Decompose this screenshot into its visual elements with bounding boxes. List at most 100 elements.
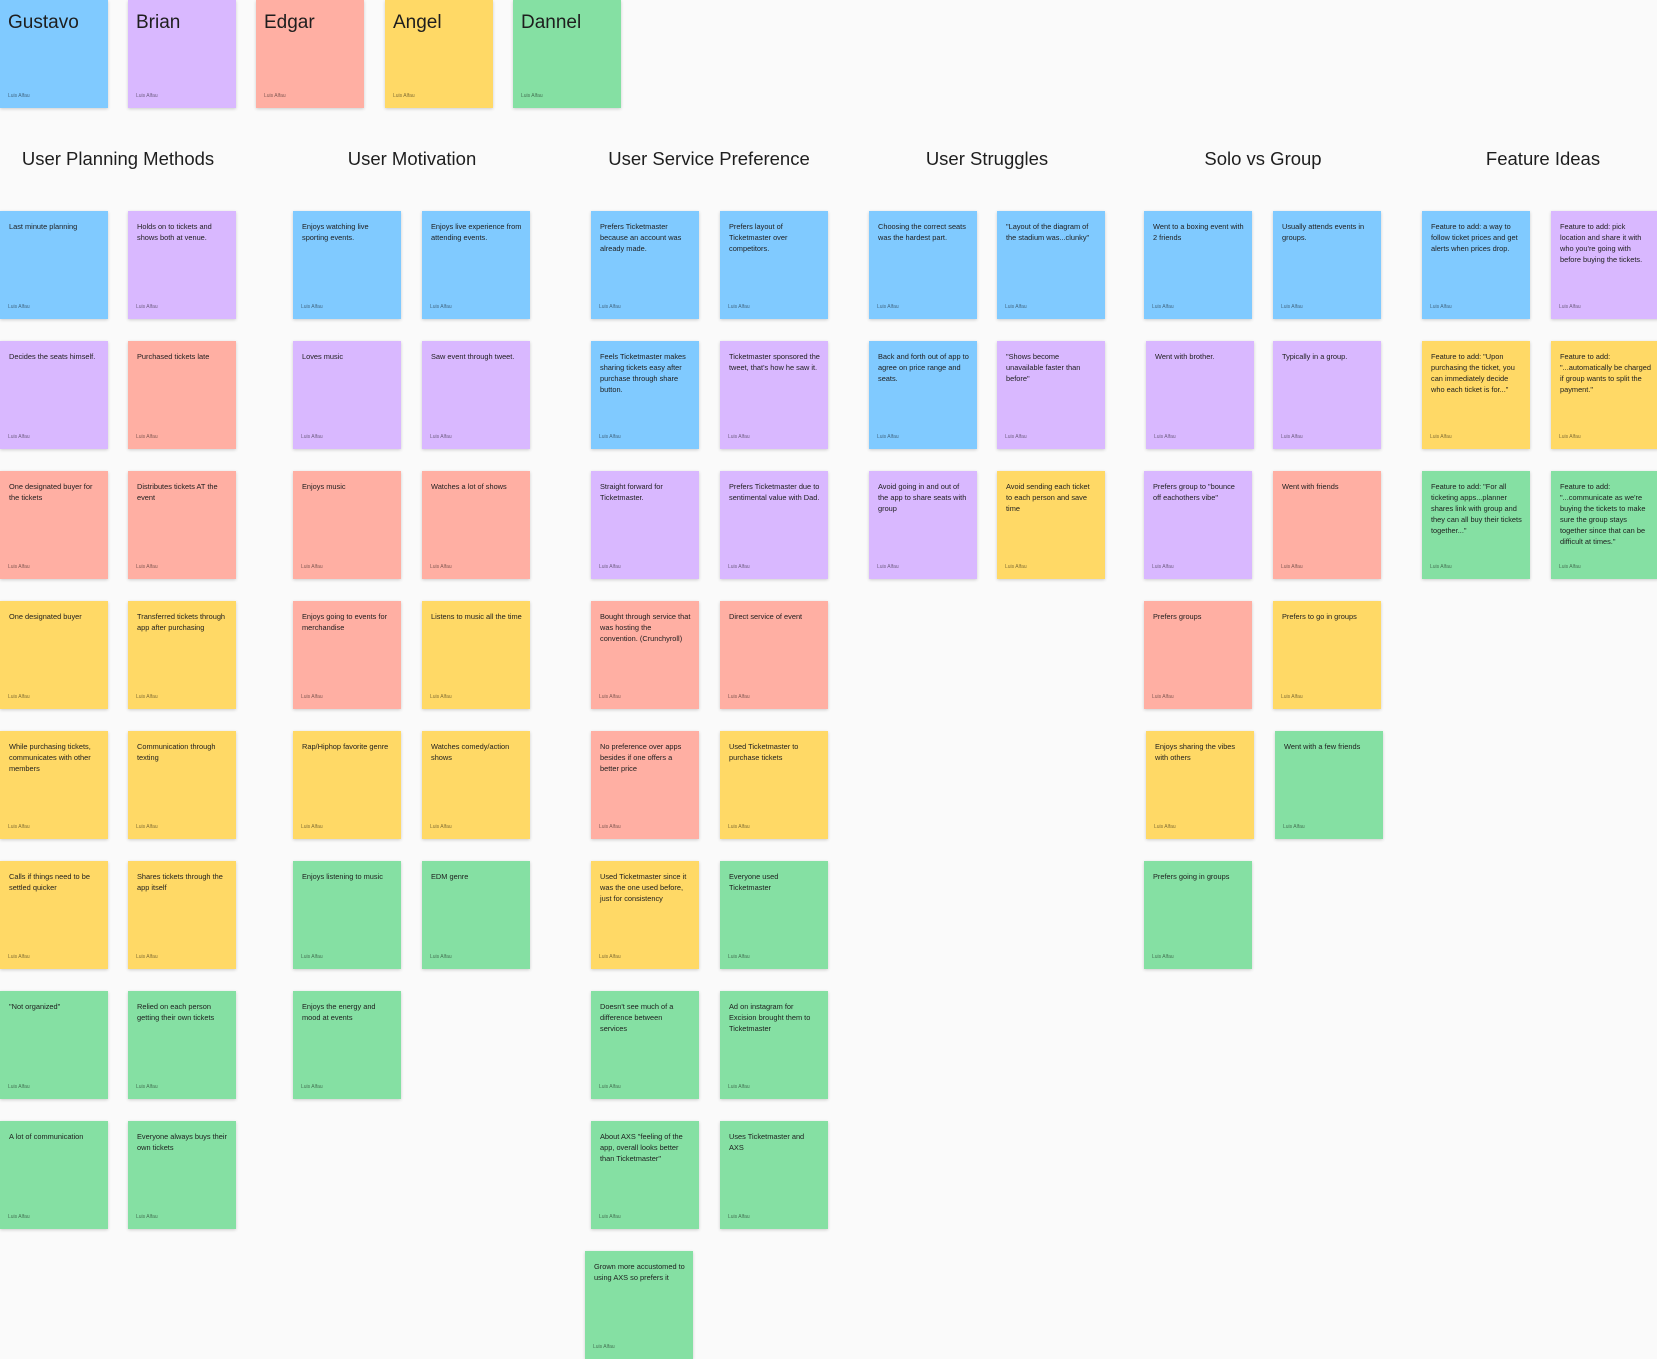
sticky-note[interactable]: Prefers layout of Ticketmaster over comp… — [720, 211, 828, 319]
sticky-note-text: "Not organized" — [9, 1002, 61, 1011]
sticky-author: Luis Alfau — [728, 1084, 750, 1090]
sticky-note[interactable]: Feature to add: "...automatically be cha… — [1551, 341, 1657, 449]
sticky-note[interactable]: Feature to add: pick location and share … — [1551, 211, 1657, 319]
sticky-note[interactable]: "Layout of the diagram of the stadium wa… — [997, 211, 1105, 319]
sticky-author: Luis Alfau — [393, 93, 415, 99]
sticky-note[interactable]: Straight forward for Ticketmaster.Luis A… — [591, 471, 699, 579]
sticky-note[interactable]: Doesn't see much of a difference between… — [591, 991, 699, 1099]
sticky-note[interactable]: Prefers group to "bounce off eachothers … — [1144, 471, 1252, 579]
sticky-note-text: Prefers going in groups — [1153, 872, 1230, 881]
sticky-note[interactable]: Feels Ticketmaster makes sharing tickets… — [591, 341, 699, 449]
sticky-note[interactable]: No preference over apps besides if one o… — [591, 731, 699, 839]
sticky-note-text: "Shows become unavailable faster than be… — [1006, 352, 1081, 383]
persona-name: Edgar — [264, 12, 315, 33]
sticky-note-text: Feature to add: "...communicate as we're… — [1560, 482, 1646, 546]
sticky-note[interactable]: Grown more accustomed to using AXS so pr… — [585, 1251, 693, 1359]
sticky-author: Luis Alfau — [136, 304, 158, 310]
sticky-author: Luis Alfau — [593, 1344, 615, 1350]
sticky-note[interactable]: Saw event through tweet.Luis Alfau — [422, 341, 530, 449]
sticky-note[interactable]: While purchasing tickets, communicates w… — [0, 731, 108, 839]
sticky-note[interactable]: Usually attends events in groups.Luis Al… — [1273, 211, 1381, 319]
sticky-note[interactable]: Used Ticketmaster since it was the one u… — [591, 861, 699, 969]
sticky-note[interactable]: Avoid going in and out of the app to sha… — [869, 471, 977, 579]
sticky-note-text: Feature to add: "Upon purchasing the tic… — [1431, 352, 1515, 394]
sticky-note[interactable]: Choosing the correct seats was the harde… — [869, 211, 977, 319]
sticky-note[interactable]: Decides the seats himself.Luis Alfau — [0, 341, 108, 449]
sticky-note[interactable]: Transferred tickets through app after pu… — [128, 601, 236, 709]
sticky-note[interactable]: Feature to add: "...communicate as we're… — [1551, 471, 1657, 579]
sticky-author: Luis Alfau — [136, 1084, 158, 1090]
sticky-note[interactable]: Relied on each person getting their own … — [128, 991, 236, 1099]
sticky-note-text: About AXS "feeling of the app, overall l… — [600, 1132, 683, 1163]
sticky-note[interactable]: Feature to add: a way to follow ticket p… — [1422, 211, 1530, 319]
sticky-note[interactable]: Enjoys watching live sporting events.Lui… — [293, 211, 401, 319]
sticky-note-text: Doesn't see much of a difference between… — [600, 1002, 674, 1033]
sticky-note[interactable]: Typically in a group.Luis Alfau — [1273, 341, 1381, 449]
sticky-note[interactable]: Feature to add: "Upon purchasing the tic… — [1422, 341, 1530, 449]
sticky-note[interactable]: Calls if things need to be settled quick… — [0, 861, 108, 969]
sticky-note[interactable]: Bought through service that was hosting … — [591, 601, 699, 709]
sticky-note[interactable]: About AXS "feeling of the app, overall l… — [591, 1121, 699, 1229]
sticky-note-text: Used Ticketmaster to purchase tickets — [729, 742, 799, 762]
sticky-note[interactable]: "Shows become unavailable faster than be… — [997, 341, 1105, 449]
sticky-note-text: Transferred tickets through app after pu… — [137, 612, 226, 632]
sticky-author: Luis Alfau — [1430, 434, 1452, 440]
sticky-note[interactable]: Holds on to tickets and shows both at ve… — [128, 211, 236, 319]
sticky-note-text: Holds on to tickets and shows both at ve… — [137, 222, 212, 242]
sticky-author: Luis Alfau — [8, 564, 30, 570]
sticky-note[interactable]: "Not organized"Luis Alfau — [0, 991, 108, 1099]
sticky-author: Luis Alfau — [599, 1084, 621, 1090]
sticky-author: Luis Alfau — [1281, 434, 1303, 440]
sticky-author: Luis Alfau — [1005, 434, 1027, 440]
sticky-note[interactable]: Ad on instagram for Excision brought the… — [720, 991, 828, 1099]
sticky-note[interactable]: Avoid sending each ticket to each person… — [997, 471, 1105, 579]
sticky-note-text: Listens to music all the time — [431, 612, 522, 621]
sticky-note[interactable]: Ticketmaster sponsored the tweet, that's… — [720, 341, 828, 449]
sticky-author: Luis Alfau — [136, 694, 158, 700]
sticky-note-text: Enjoys sharing the vibes with others — [1155, 742, 1236, 762]
sticky-note-text: Decides the seats himself. — [9, 352, 96, 361]
sticky-note[interactable]: Back and forth out of app to agree on pr… — [869, 341, 977, 449]
sticky-note-text: While purchasing tickets, communicates w… — [9, 742, 91, 773]
sticky-note[interactable]: Prefers Ticketmaster because an account … — [591, 211, 699, 319]
sticky-note[interactable]: Feature to add: "For all ticketing apps.… — [1422, 471, 1530, 579]
sticky-note[interactable]: Went with brother.Luis Alfau — [1146, 341, 1254, 449]
sticky-note[interactable]: Enjoys live experience from attending ev… — [422, 211, 530, 319]
sticky-note[interactable]: Prefers Ticketmaster due to sentimental … — [720, 471, 828, 579]
